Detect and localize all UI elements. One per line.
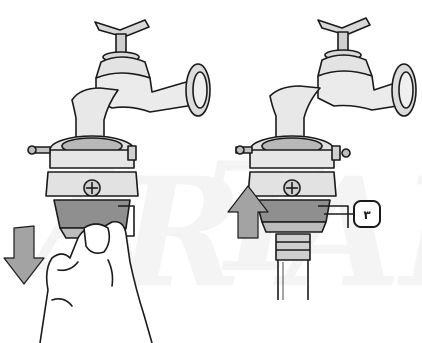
right-faucet — [235, 17, 417, 300]
callout-label: ٣ — [363, 208, 371, 222]
arrow-down-icon — [3, 225, 45, 285]
left-faucet — [27, 19, 211, 239]
hand-illustration — [39, 220, 153, 343]
arrow-up-icon — [227, 185, 269, 239]
callout-3: ٣ — [324, 200, 381, 228]
